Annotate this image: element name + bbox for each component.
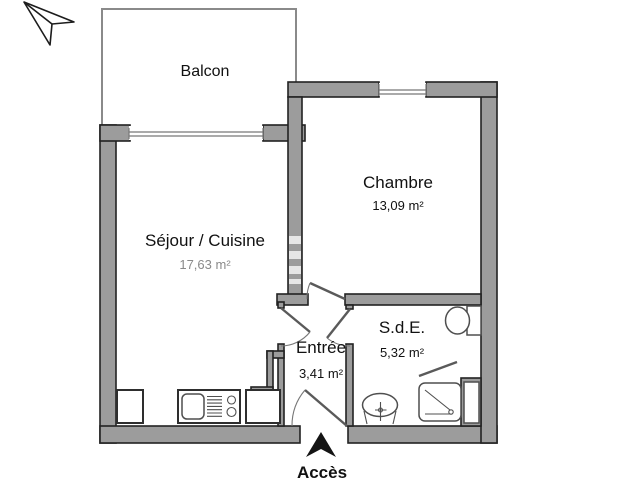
cabinet-icon: [116, 389, 144, 424]
wall-bottom-right: [347, 425, 498, 444]
wall-left: [99, 124, 117, 444]
wall-right: [480, 81, 498, 444]
wall-top-chambre-right: [425, 81, 498, 98]
kitchen-sink-icon: [177, 389, 241, 424]
sde-area: 5,32 m²: [380, 345, 425, 360]
wall-sde-left-cap: [345, 304, 354, 310]
north-arrow-icon: [23, 1, 75, 46]
walls: [99, 81, 498, 444]
door-entrance: [291, 389, 348, 427]
access-arrow-icon: [306, 432, 336, 457]
wall-partition-cap: [277, 301, 285, 309]
washbasin-icon: [361, 392, 399, 425]
door-sejour: [280, 307, 311, 347]
entree-area: 3,41 m²: [299, 366, 344, 381]
wall-partition-lower: [277, 343, 285, 427]
wall-bottom-left: [99, 425, 301, 444]
access-label: Accès: [297, 463, 347, 480]
wall-chambre-foot: [276, 293, 309, 306]
entree-label: Entrée: [296, 338, 346, 357]
chambre-label: Chambre: [363, 173, 433, 192]
window-chambre: [378, 83, 427, 96]
chambre-area: 13,09 m²: [372, 198, 424, 213]
sde-label: S.d.E.: [379, 318, 425, 337]
balcony-outline: [101, 8, 297, 134]
sejour-label: Séjour / Cuisine: [145, 231, 265, 250]
door-chambre: [306, 281, 346, 301]
counter-icon: [245, 389, 281, 424]
wall-top-chambre-left: [287, 81, 380, 98]
balcon-label: Balcon: [181, 63, 230, 80]
kitchen-fixtures: [116, 389, 281, 424]
wall-step-v: [266, 350, 274, 392]
shower-door-icon: [418, 360, 458, 378]
wall-sde-top: [344, 293, 482, 306]
wall-sejour-top-left: [99, 124, 131, 142]
wall-dashes: [289, 236, 301, 284]
shower-icon: [418, 360, 480, 424]
window-sejour: [128, 126, 264, 140]
shaft: [463, 381, 480, 424]
wall-sde-left: [345, 343, 354, 427]
sejour-area: 17,63 m²: [179, 257, 231, 272]
toilet-icon: [444, 305, 482, 336]
door-sde: [326, 308, 351, 347]
